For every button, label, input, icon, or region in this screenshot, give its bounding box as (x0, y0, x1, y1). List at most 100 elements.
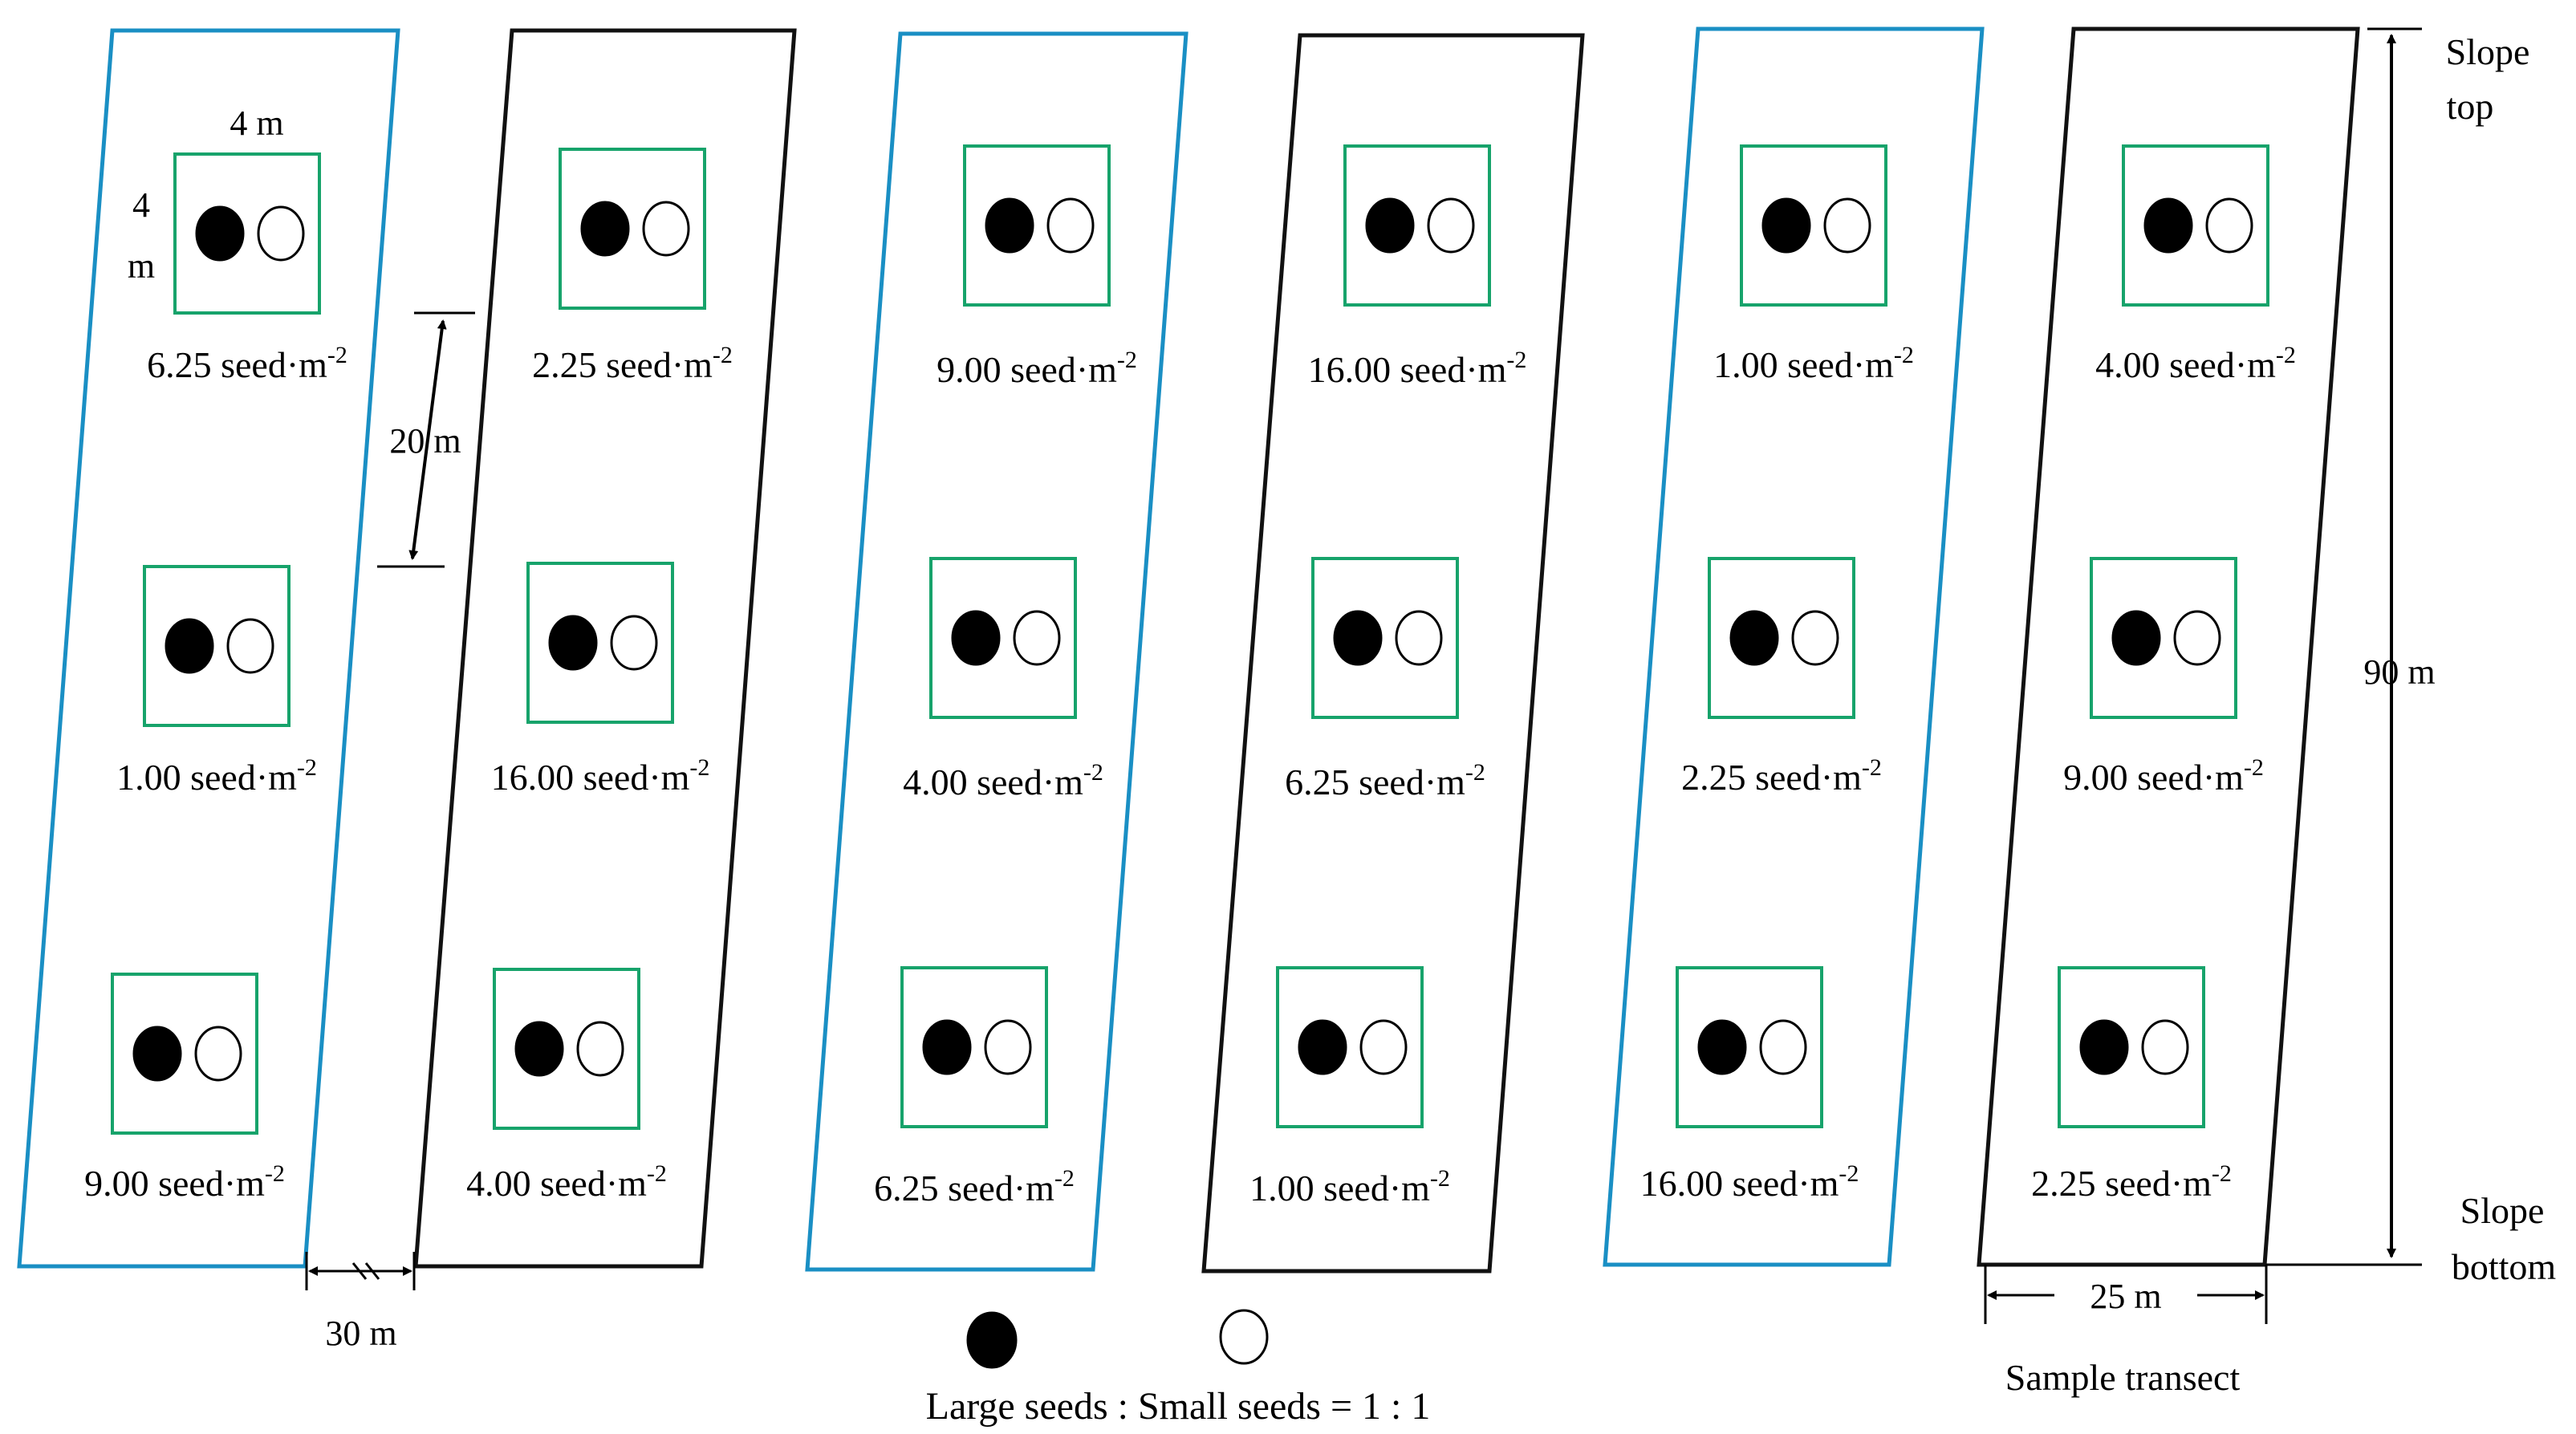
seed-density-label: 1.00 seed·m-2 (1249, 1165, 1450, 1209)
quadrat-width-label: 4 m (230, 104, 283, 143)
seed-density-label: 1.00 seed·m-2 (1713, 342, 1914, 385)
seed-density-label: 6.25 seed·m-2 (147, 342, 347, 385)
transect: 9.00 seed·m-2 4.00 seed·m-2 6.25 seed·m-2 (805, 31, 1188, 1272)
large-seed-icon (548, 615, 598, 671)
large-seed-icon (1761, 197, 1811, 254)
seed-density-label: 9.00 seed·m-2 (2063, 754, 2264, 798)
quadrat (963, 144, 1111, 307)
small-seed-icon (2205, 197, 2253, 254)
quadrat-spacing-label: 20 m (389, 421, 461, 461)
quadrat (900, 966, 1048, 1128)
small-seed-icon (1359, 1019, 1408, 1075)
large-seed-icon (195, 205, 245, 262)
quadrat (173, 152, 321, 315)
large-seed-icon (2079, 1019, 2129, 1075)
small-seed-icon (984, 1019, 1032, 1075)
slope-top-label-line1: Slope (2446, 31, 2530, 72)
quadrat-outline (526, 562, 674, 724)
small-seed-icon (226, 618, 274, 674)
large-seed-icon (951, 610, 1001, 666)
quadrat (493, 968, 640, 1130)
seed-density-label: 9.00 seed·m-2 (84, 1160, 285, 1204)
large-seed-icon (1298, 1019, 1347, 1075)
seed-density-label: 16.00 seed·m-2 (1640, 1160, 1859, 1204)
quadrat-outline (173, 152, 321, 315)
large-seed-icon (2111, 610, 2161, 666)
quadrat-outline (1708, 557, 1855, 719)
seed-density-label: 9.00 seed·m-2 (937, 347, 1137, 390)
transect-width-label: 25 m (2090, 1277, 2161, 1316)
seed-density-label: 4.00 seed·m-2 (466, 1160, 667, 1204)
seed-density-label: 4.00 seed·m-2 (903, 759, 1103, 802)
quadrat-outline (111, 973, 258, 1135)
large-seed-icon (1365, 197, 1415, 254)
seed-density-label: 2.25 seed·m-2 (532, 342, 733, 385)
seed-ratio-label: Large seeds : Small seeds = 1 : 1 (926, 1385, 1431, 1428)
small-seed-icon (1046, 197, 1095, 254)
small-seed-icon (2141, 1019, 2189, 1075)
large-seed-icon (985, 197, 1034, 254)
small-seed-icon (1395, 610, 1443, 666)
quadrat (111, 973, 258, 1135)
quadrat (2058, 966, 2205, 1128)
large-seed-icon (1729, 610, 1779, 666)
quadrat-outline (2122, 144, 2269, 307)
small-seed-icon (257, 205, 305, 262)
large-seed-icon (165, 618, 214, 674)
quadrat (2122, 144, 2269, 307)
small-seed-icon (1013, 610, 1061, 666)
transect-spacing-dimension: 30 m (305, 1252, 416, 1353)
large-seed-icon (132, 1026, 182, 1082)
quadrat-outline (1740, 144, 1887, 307)
seed-density-label: 1.00 seed·m-2 (116, 754, 317, 798)
quadrat (1276, 966, 1424, 1128)
seed-density-label: 4.00 seed·m-2 (2095, 342, 2296, 385)
large-seed-icon (2143, 197, 2193, 254)
large-seed-icon (922, 1019, 972, 1075)
quadrat (2090, 557, 2237, 719)
quadrat-height-label-bottom: m (128, 246, 155, 286)
small-seed-icon (610, 615, 658, 671)
seed-density-label: 6.25 seed·m-2 (874, 1165, 1075, 1209)
large-seed-icon (1697, 1019, 1747, 1075)
quadrat-outline (929, 557, 1077, 719)
small-seed-icon (1791, 610, 1839, 666)
transect: 16.00 seed·m-26.25 seed·m-21.00 seed·m-2 (1201, 33, 1585, 1274)
small-seed-icon (576, 1021, 624, 1077)
quadrat-outline (559, 148, 706, 310)
small-seed-icon (1823, 197, 1871, 254)
seed-density-label: 6.25 seed·m-2 (1285, 759, 1485, 802)
quadrat (1311, 557, 1459, 719)
transect-outline (805, 31, 1188, 1272)
seed-density-label: 2.25 seed·m-2 (2031, 1160, 2232, 1204)
small-seed-icon (194, 1026, 242, 1082)
slope-bottom-label-line1: Slope (2460, 1190, 2545, 1231)
quadrat-outline (2090, 557, 2237, 719)
transect-outline (413, 28, 797, 1269)
transect-outline (1201, 33, 1585, 1274)
seed-density-label: 16.00 seed·m-2 (491, 754, 710, 798)
large-seed-icon (580, 201, 630, 257)
quadrat-outline (1276, 966, 1424, 1128)
seed-density-label: 2.25 seed·m-2 (1681, 754, 1882, 798)
quadrat-outline (900, 966, 1048, 1128)
transect-outline (17, 28, 400, 1269)
quadrat-height-label-top: 4 (132, 185, 150, 225)
slope-bottom-label-line2: bottom (2452, 1246, 2557, 1287)
quadrat (929, 557, 1077, 719)
transects-layer: 6.25 seed·m-2 1.00 seed·m-2 9.00 seed·m-2 2… (17, 26, 2360, 1274)
quadrat-outline (1343, 144, 1491, 307)
quadrat-spacing-dimension: 20 m (377, 311, 475, 568)
quadrat-outline (1676, 966, 1823, 1128)
transect: 1.00 seed·m-2 2.25 seed·m-2 16.00 seed·m-2 (1603, 26, 1985, 1267)
transect: 2.25 seed·m-2 16.00 seed·m-2 4.00 seed·m-2 (413, 28, 797, 1269)
transect-outline (1603, 26, 1985, 1267)
large-seed-legend-icon (966, 1311, 1018, 1369)
small-seed-icon (642, 201, 690, 257)
quadrat (143, 565, 291, 727)
large-seed-icon (1333, 610, 1383, 666)
legend: Large seeds : Small seeds = 1 : 1 (926, 1309, 1431, 1428)
quadrat-outline (143, 565, 291, 727)
quadrat (559, 148, 706, 310)
